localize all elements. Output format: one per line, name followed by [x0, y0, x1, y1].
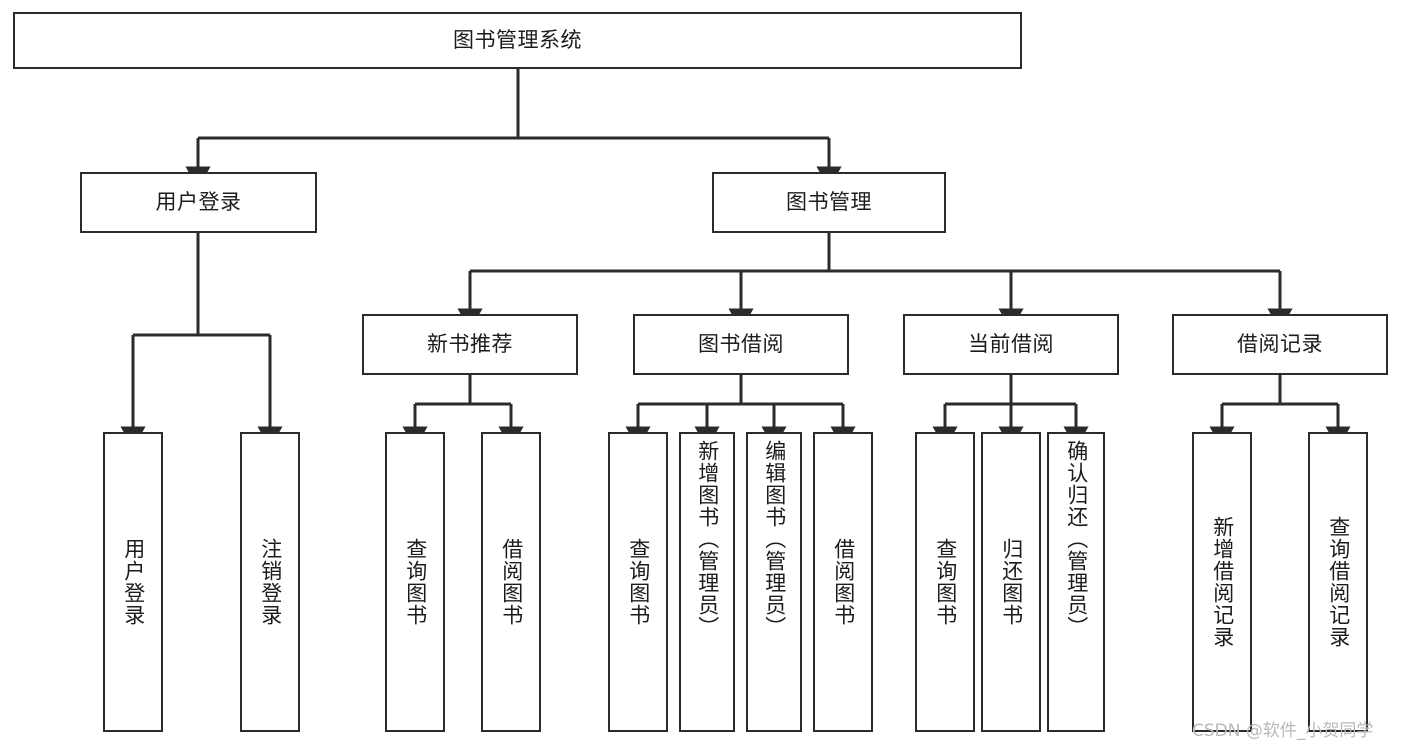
node-leaf-query-book-2[interactable]: 查询图书 [608, 432, 668, 732]
node-new-book-recommend-label: 新书推荐 [427, 331, 513, 356]
node-leaf-query-book-2-label: 查询图书 [626, 538, 651, 626]
node-leaf-query-record[interactable]: 查询借阅记录 [1308, 432, 1368, 732]
node-user-login[interactable]: 用户登录 [80, 172, 317, 233]
node-leaf-add-record-label: 新增借阅记录 [1210, 516, 1235, 648]
node-leaf-query-book-1-label: 查询图书 [403, 538, 428, 626]
node-leaf-user-login-label: 用户登录 [121, 538, 146, 626]
node-leaf-query-book-3-label: 查询图书 [933, 538, 958, 626]
node-leaf-user-login[interactable]: 用户登录 [103, 432, 163, 732]
node-leaf-query-book-3[interactable]: 查询图书 [915, 432, 975, 732]
node-leaf-logout[interactable]: 注销登录 [240, 432, 300, 732]
node-book-manage[interactable]: 图书管理 [712, 172, 946, 233]
node-leaf-borrow-book-1-label: 借阅图书 [499, 538, 524, 626]
node-root-图书管理系统[interactable]: 图书管理系统 [13, 12, 1022, 69]
node-leaf-return-book[interactable]: 归还图书 [981, 432, 1041, 732]
node-leaf-borrow-book-1[interactable]: 借阅图书 [481, 432, 541, 732]
node-root-图书管理系统-label: 图书管理系统 [453, 27, 582, 52]
node-current-borrow[interactable]: 当前借阅 [903, 314, 1119, 375]
node-leaf-confirm-return[interactable]: 确认归还（管理员） [1047, 432, 1105, 732]
node-borrow-record[interactable]: 借阅记录 [1172, 314, 1388, 375]
node-user-login-label: 用户登录 [155, 189, 242, 214]
node-leaf-borrow-book-2-label: 借阅图书 [831, 538, 856, 626]
node-leaf-add-book[interactable]: 新增图书（管理员） [679, 432, 735, 732]
node-leaf-confirm-return-label: 确认归还（管理员） [1064, 440, 1089, 638]
node-book-borrow[interactable]: 图书借阅 [633, 314, 849, 375]
node-leaf-edit-book-label: 编辑图书（管理员） [762, 440, 787, 638]
node-borrow-record-label: 借阅记录 [1237, 331, 1323, 356]
node-leaf-borrow-book-2[interactable]: 借阅图书 [813, 432, 873, 732]
node-current-borrow-label: 当前借阅 [968, 331, 1054, 356]
node-leaf-edit-book[interactable]: 编辑图书（管理员） [746, 432, 802, 732]
node-leaf-return-book-label: 归还图书 [999, 538, 1024, 626]
node-leaf-query-book-1[interactable]: 查询图书 [385, 432, 445, 732]
node-new-book-recommend[interactable]: 新书推荐 [362, 314, 578, 375]
node-leaf-query-record-label: 查询借阅记录 [1326, 516, 1351, 648]
node-leaf-add-book-label: 新增图书（管理员） [695, 440, 720, 638]
node-book-manage-label: 图书管理 [786, 189, 872, 214]
node-book-borrow-label: 图书借阅 [698, 331, 784, 356]
node-leaf-logout-label: 注销登录 [258, 538, 283, 626]
node-leaf-add-record[interactable]: 新增借阅记录 [1192, 432, 1252, 732]
